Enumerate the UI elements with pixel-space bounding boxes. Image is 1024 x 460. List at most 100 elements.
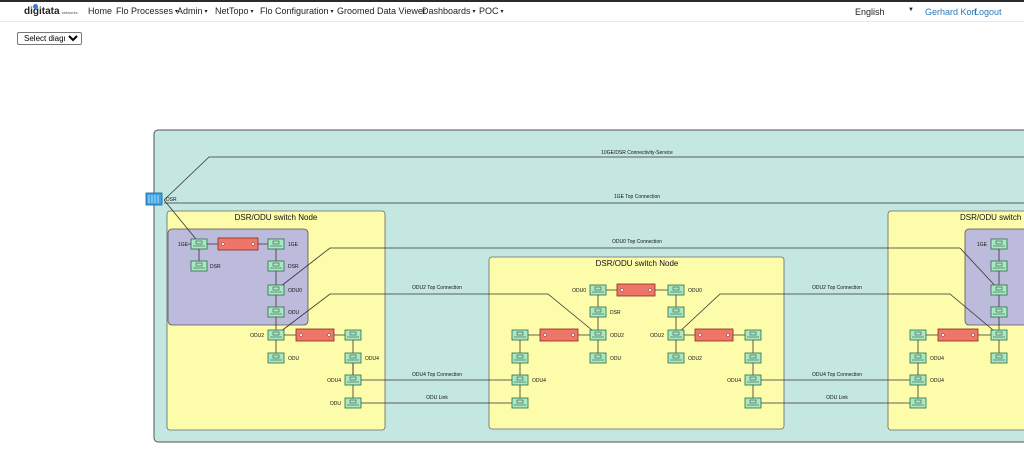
cross-connect-pin [726, 333, 730, 337]
port-label: ODU2 [650, 333, 664, 339]
port-inner-icon [672, 331, 680, 336]
user-name-link[interactable]: Gerhard Korf [925, 7, 978, 17]
port-inner-icon [594, 286, 602, 291]
connection-label: ODU Link [426, 395, 448, 401]
port-inner-icon [195, 262, 203, 267]
diagram-select[interactable]: Select diagram [17, 32, 82, 45]
connectivity-service-line [163, 156, 1024, 201]
port-label: ODU [610, 356, 622, 362]
cross-connect-odu2-r[interactable] [694, 328, 734, 342]
port-inner-icon [995, 331, 1003, 336]
port-inner-icon [272, 354, 280, 359]
top-connection-line [959, 247, 1000, 291]
port-label: 1GE [178, 242, 189, 248]
port-label: ODU2 [688, 356, 702, 362]
port-inner-icon [995, 354, 1003, 359]
node-title: DSR/ODU switch Node [235, 213, 318, 222]
port-inner-icon [594, 331, 602, 336]
port-inner-icon [594, 354, 602, 359]
port-inner-icon [749, 399, 757, 404]
port-label: ODU4 [365, 356, 379, 362]
port-label: ODU0 [288, 288, 302, 294]
node-title: DSR/ODU switch Node [596, 259, 679, 268]
cross-connect-pin [221, 242, 225, 246]
link-line [163, 199, 201, 245]
port-label: ODU4 [930, 356, 944, 362]
port-label: ODU0 [572, 288, 586, 294]
logo-text: digitata [24, 6, 60, 17]
port-label: 1GE [288, 242, 299, 248]
nav-home[interactable]: Home [88, 6, 113, 16]
cross-connect-pin [543, 333, 547, 337]
port-label: ODU2 [250, 333, 264, 339]
nav-flo-processes[interactable]: Flo Processes [116, 6, 178, 16]
port-label: ODU4 [930, 378, 944, 384]
port-inner-icon [272, 286, 280, 291]
port-inner-icon [749, 376, 757, 381]
switch-node-3-subgroup [964, 228, 1024, 326]
top-connection-line [275, 293, 599, 336]
connection-label: ODU0 Top Connection [612, 239, 662, 245]
port-label: ODU4 [327, 378, 341, 384]
cross-connect-pin [299, 333, 303, 337]
nav-groomed-data-viewer[interactable]: Groomed Data Viewer [337, 6, 426, 16]
connection-label: ODU4 Top Connection [412, 372, 462, 378]
port-inner-icon [672, 308, 680, 313]
switch-node-1-subgroup [167, 228, 309, 326]
port-inner-icon [516, 399, 524, 404]
port-label: ODU [288, 356, 300, 362]
nav-admin[interactable]: Admin [177, 6, 208, 16]
port-inner-icon [516, 354, 524, 359]
logo-subtext: networks [61, 10, 78, 15]
port-inner-icon [749, 331, 757, 336]
top-connection-line [675, 293, 1000, 336]
port-inner-icon [272, 240, 280, 245]
dsr-access-port[interactable] [145, 192, 163, 206]
port-inner-icon [349, 376, 357, 381]
nav-poc[interactable]: POC [479, 6, 504, 16]
port-inner-icon [914, 376, 922, 381]
port-inner-icon [349, 399, 357, 404]
chevron-down-icon[interactable]: ▼ [908, 7, 914, 13]
port-label: DSR [288, 264, 299, 270]
port-inner-icon [995, 240, 1003, 245]
port-inner-icon [272, 308, 280, 313]
top-connection-line [275, 247, 960, 291]
node-title: DSR/ODU switch Node [960, 213, 1024, 222]
language-selector[interactable]: English [855, 7, 885, 17]
cross-connect-odu0[interactable] [616, 283, 656, 297]
logout-link[interactable]: Logout [974, 7, 1002, 17]
port-label: ODU [288, 310, 300, 316]
cross-connect-pin [941, 333, 945, 337]
port-inner-icon [995, 308, 1003, 313]
port-label: ODU4 [727, 378, 741, 384]
logo-dot-icon [33, 4, 38, 9]
cross-connect-pin [648, 288, 652, 292]
cross-connect-pin [251, 242, 255, 246]
port-inner-icon [349, 331, 357, 336]
port-inner-icon [195, 240, 203, 245]
nav-dashboards[interactable]: Dashboards [422, 6, 476, 16]
switch-node-2[interactable] [488, 256, 785, 430]
port-inner-icon [594, 308, 602, 313]
port-inner-icon [349, 354, 357, 359]
connection-label: 10GE/DSR Connectivity-Service [601, 150, 673, 156]
port-inner-icon [272, 331, 280, 336]
port-inner-icon [516, 376, 524, 381]
cross-connect-odu2-l[interactable] [539, 328, 579, 342]
nav-flo-configuration[interactable]: Flo Configuration [260, 6, 334, 16]
port-inner-icon [272, 262, 280, 267]
dsr-port-label: DSR [166, 197, 177, 203]
cross-connect-pin [327, 333, 331, 337]
port-label: DSR [610, 310, 621, 316]
cross-connect-odu2[interactable] [295, 328, 335, 342]
port-label: DSR [210, 264, 221, 270]
port-label: ODU4 [532, 378, 546, 384]
cross-connect-odu2[interactable] [937, 328, 979, 342]
connection-label: ODU4 Top Connection [812, 372, 862, 378]
cross-connect-1ge[interactable] [217, 237, 259, 251]
nav-nettopo[interactable]: NetTopo [215, 6, 254, 16]
